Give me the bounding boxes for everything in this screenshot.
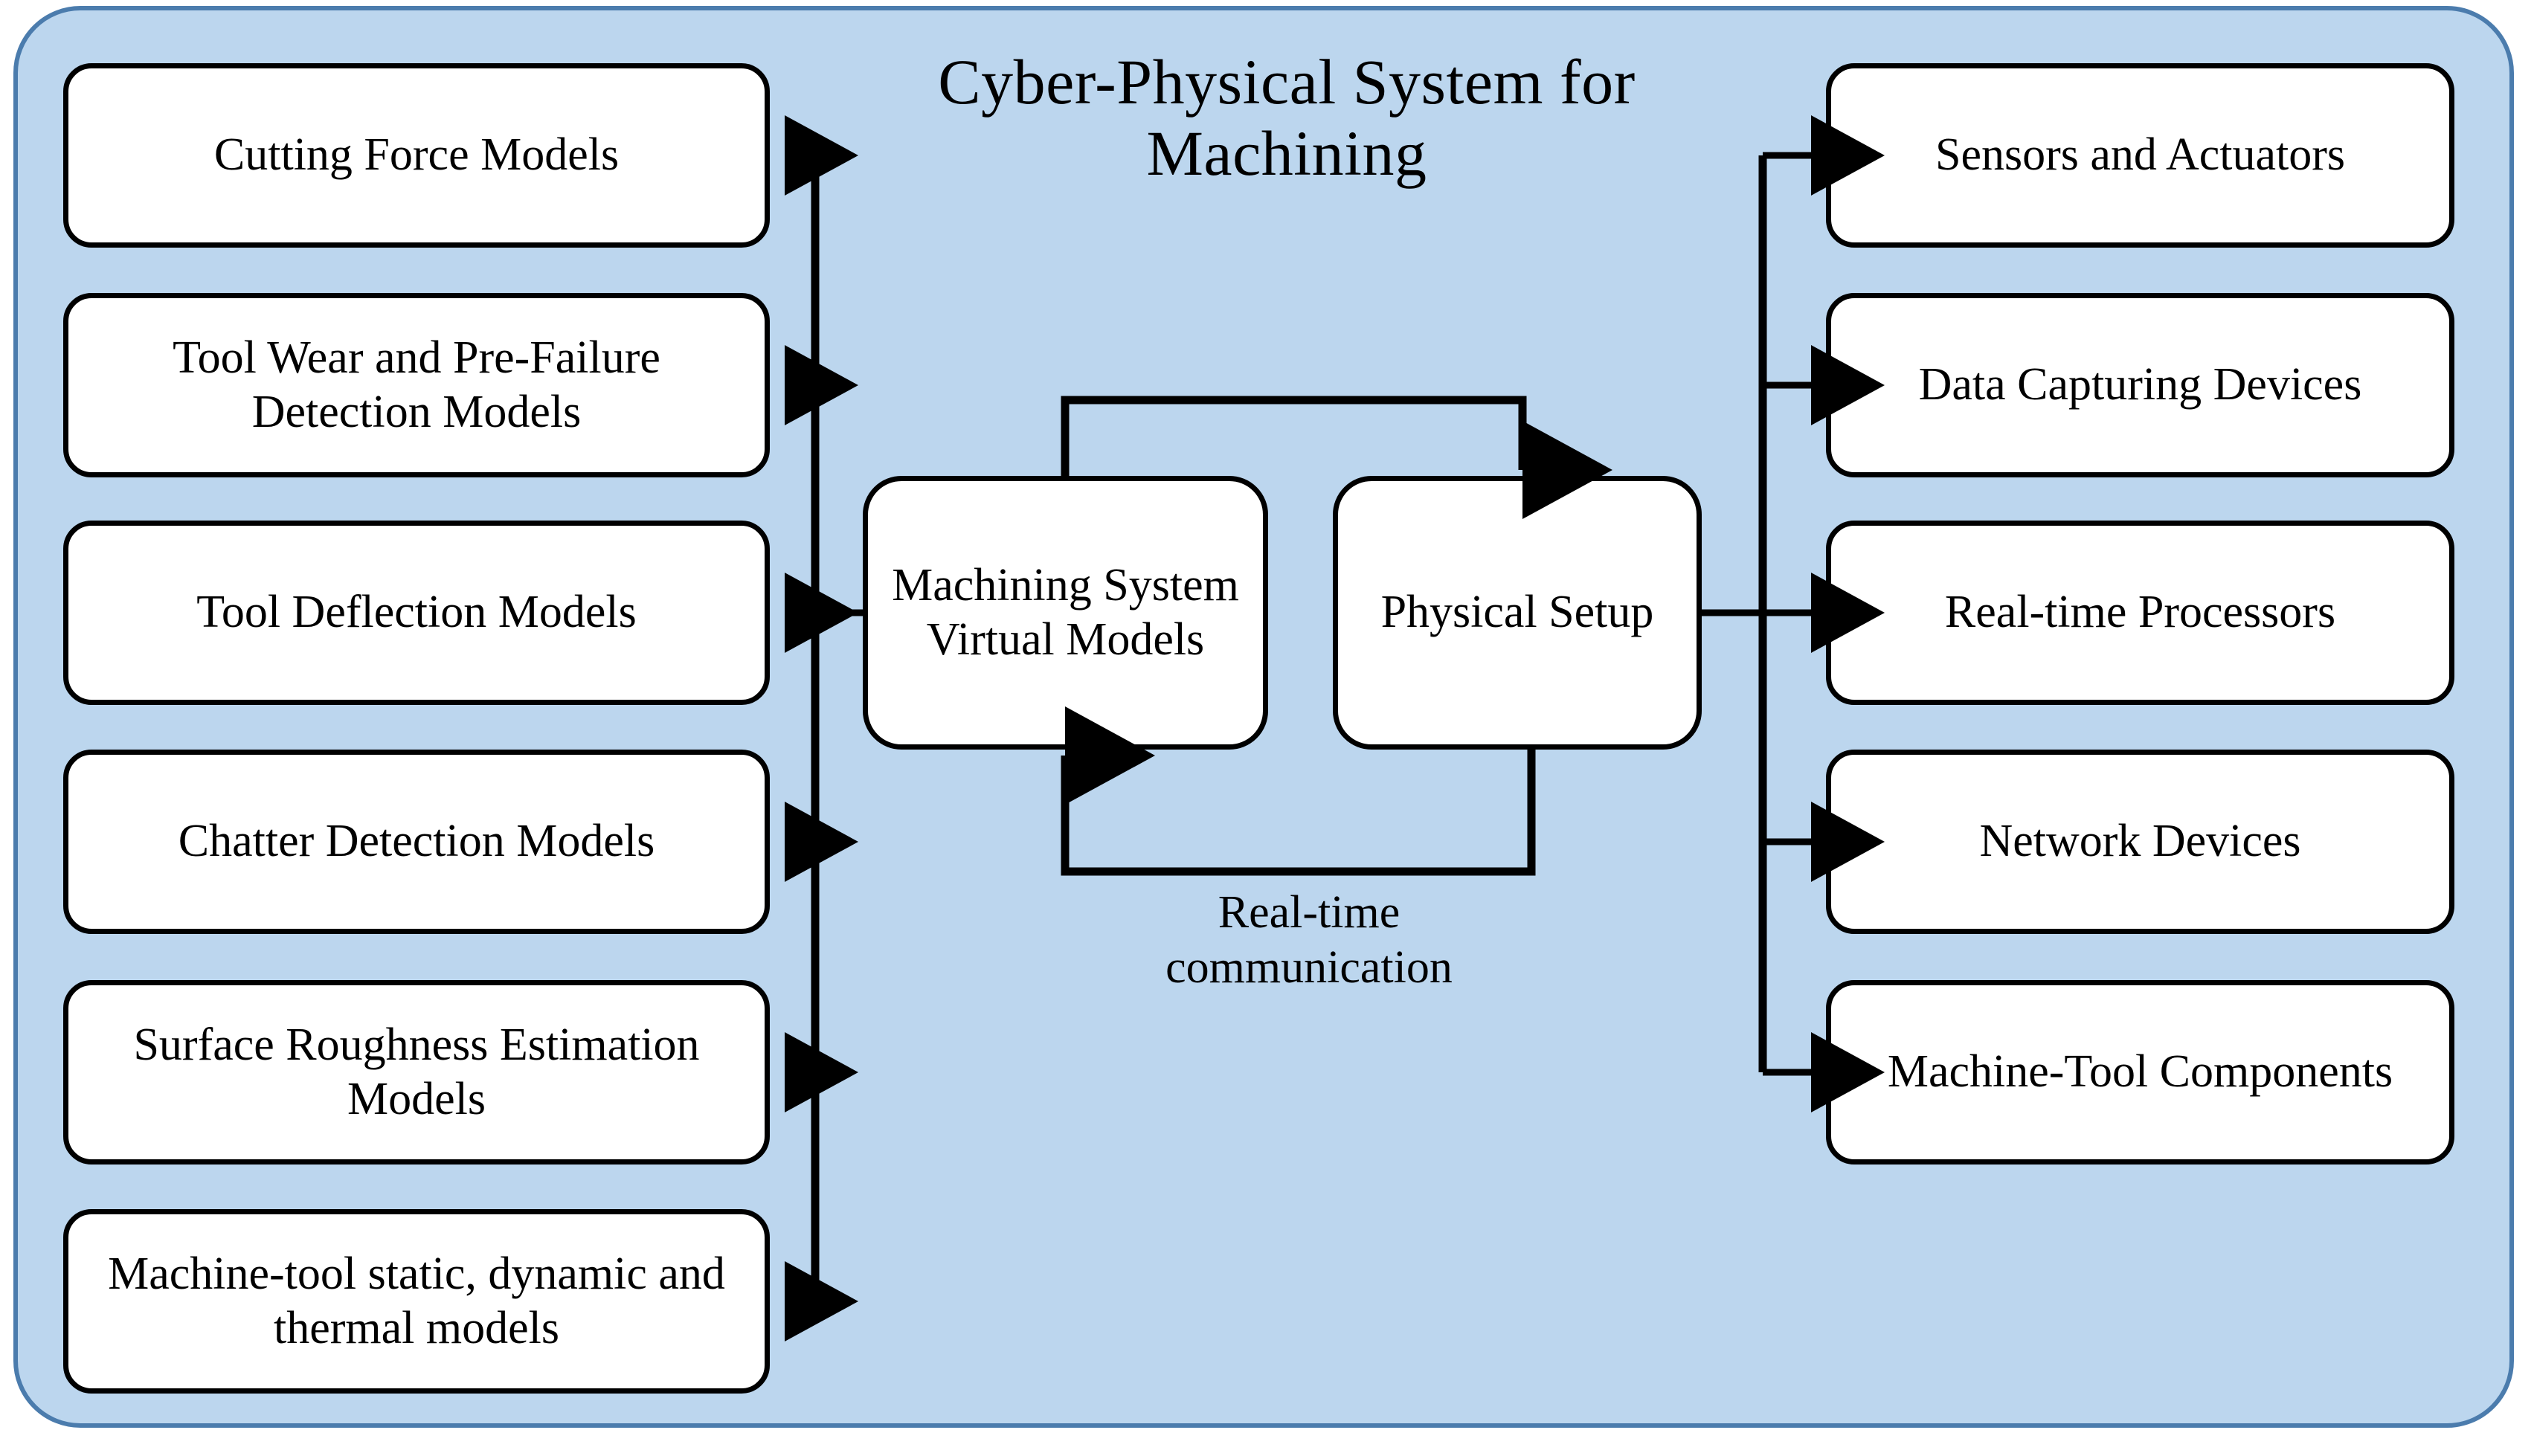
node-label: Physical Setup [1380, 587, 1654, 638]
node-label: Tool Wear and Pre-Failure Detection Mode… [173, 332, 660, 437]
node-machine-tool-components[interactable]: Machine-Tool Components [1826, 980, 2454, 1165]
node-label: Machine-Tool Components [1887, 1046, 2393, 1098]
node-machining-system-virtual-models[interactable]: Machining System Virtual Models [863, 476, 1268, 750]
node-label: Network Devices [1979, 816, 2301, 867]
node-label: Sensors and Actuators [1935, 129, 2346, 181]
node-tool-wear-detection-models[interactable]: Tool Wear and Pre-Failure Detection Mode… [63, 293, 770, 477]
node-label: Tool Deflection Models [196, 587, 637, 638]
node-label: Data Capturing Devices [1918, 359, 2362, 410]
node-physical-setup[interactable]: Physical Setup [1333, 476, 1702, 750]
node-chatter-detection-models[interactable]: Chatter Detection Models [63, 750, 770, 934]
node-real-time-processors[interactable]: Real-time Processors [1826, 521, 2454, 705]
node-label: Surface Roughness Estimation Models [133, 1019, 700, 1124]
node-label: Real-time Processors [1944, 587, 2336, 638]
page-title: Cyber-Physical System for Machining [938, 46, 1636, 190]
node-tool-deflection-models[interactable]: Tool Deflection Models [63, 521, 770, 705]
node-label: Machining System Virtual Models [892, 559, 1239, 665]
node-network-devices[interactable]: Network Devices [1826, 750, 2454, 934]
node-surface-roughness-models[interactable]: Surface Roughness Estimation Models [63, 980, 770, 1165]
node-machine-tool-models[interactable]: Machine-tool static, dynamic and thermal… [63, 1209, 770, 1394]
node-cutting-force-models[interactable]: Cutting Force Models [63, 63, 770, 248]
node-label: Cutting Force Models [213, 129, 620, 181]
edge-label-real-time-communication: Real-time communication [1165, 887, 1453, 993]
node-label: Machine-tool static, dynamic and thermal… [108, 1248, 725, 1353]
node-sensors-and-actuators[interactable]: Sensors and Actuators [1826, 63, 2454, 248]
node-label: Chatter Detection Models [178, 816, 655, 867]
node-data-capturing-devices[interactable]: Data Capturing Devices [1826, 293, 2454, 477]
